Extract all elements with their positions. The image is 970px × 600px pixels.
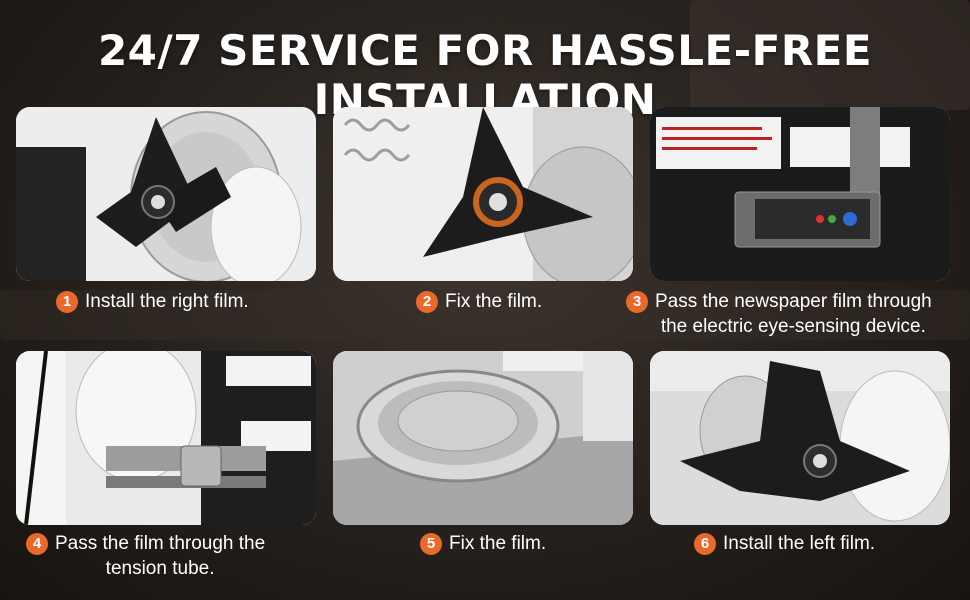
step-number-badge: 5 <box>420 533 442 555</box>
step-2-caption: 2 Fix the film. <box>416 289 596 314</box>
step-number-badge: 4 <box>26 533 48 555</box>
step-description: Install the right film. <box>85 291 249 312</box>
step-1-image <box>16 107 316 281</box>
step-5-caption: 5 Fix the film. <box>420 531 600 556</box>
step-number-badge: 3 <box>626 291 648 313</box>
step-6-image <box>650 351 950 525</box>
step-number-badge: 6 <box>694 533 716 555</box>
step-description: Install the left film. <box>723 533 876 554</box>
step-description: Fix the film. <box>449 533 547 554</box>
step-6-caption: 6 Install the left film. <box>694 531 934 556</box>
step-description: Fix the film. <box>445 291 543 312</box>
step-number-badge: 1 <box>56 291 78 313</box>
step-4-image <box>16 351 316 525</box>
step-number-badge: 2 <box>416 291 438 313</box>
step-3-image <box>650 107 950 281</box>
background-shape <box>690 0 970 110</box>
background-shape <box>0 290 970 340</box>
step-2-image <box>333 107 633 281</box>
step-5-image <box>333 351 633 525</box>
step-1-caption: 1 Install the right film. <box>56 289 286 314</box>
